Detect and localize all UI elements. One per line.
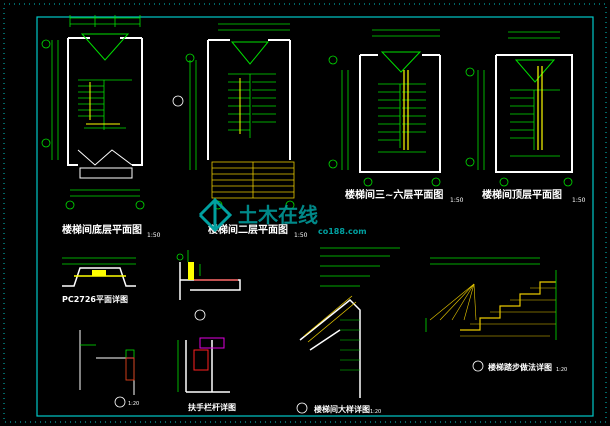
plan-third-sixth-floor [328, 29, 441, 187]
detail-railing-title: 扶手栏杆详图 [188, 402, 236, 412]
plan-top-scale: 1:50 [572, 197, 586, 204]
plan-ground-title: 楼梯间底层平面图 [62, 223, 142, 236]
plan-second-scale: 1:50 [294, 232, 308, 239]
drawing-frame [36, 16, 594, 417]
detail-section-scale: 1:20 [370, 409, 381, 415]
watermark-logo-icon [198, 197, 233, 233]
plan-ground-floor [41, 15, 184, 210]
plan-third-sixth-scale: 1:50 [450, 197, 464, 204]
detail-pc2726 [62, 257, 136, 287]
watermark-url: co188.com [318, 227, 367, 236]
watermark: 土木在线 co188.com [198, 197, 367, 236]
detail-section [296, 247, 400, 414]
detail-pc-title: PC2726平面详图 [62, 294, 128, 304]
plan-top-title: 楼梯间顶层平面图 [482, 188, 562, 201]
detail-node-1 [79, 330, 135, 408]
detail-step-title: 楼梯踏步做法详图 [488, 362, 552, 372]
detail-step [425, 257, 557, 372]
plan-ground-scale: 1:50 [147, 232, 161, 239]
plan-second-title: 楼梯间二层平面图 [208, 223, 288, 236]
detail-node-2 [176, 250, 241, 321]
outer-dotted-border [3, 3, 607, 423]
detail-node-scale: 1:20 [128, 401, 139, 407]
detail-railing [177, 337, 230, 393]
watermark-brand: 土木在线 [238, 203, 318, 227]
detail-section-title: 楼梯间大样详图 [314, 404, 370, 414]
detail-step-scale: 1:20 [556, 367, 567, 373]
plan-third-sixth-title: 楼梯间三~六层平面图 [345, 188, 443, 201]
plan-top-floor [465, 31, 573, 187]
